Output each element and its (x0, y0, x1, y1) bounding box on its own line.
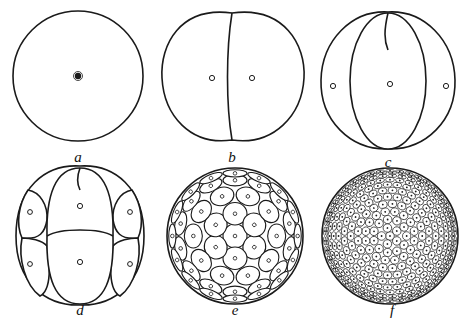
figure-letter: e (232, 303, 239, 318)
figure-letter: a (74, 150, 82, 165)
egg-four-cells (321, 12, 455, 149)
figure-letter: c (385, 155, 392, 170)
egg-many-cells (167, 168, 303, 304)
egg-blastula (322, 168, 458, 304)
figure-letter: f (390, 303, 394, 318)
figure-letter: d (76, 303, 84, 318)
egg-two-cells (162, 12, 304, 141)
egg-eight-cells (16, 166, 144, 305)
egg-one-cell (13, 11, 143, 141)
figure-letter: b (228, 150, 236, 165)
